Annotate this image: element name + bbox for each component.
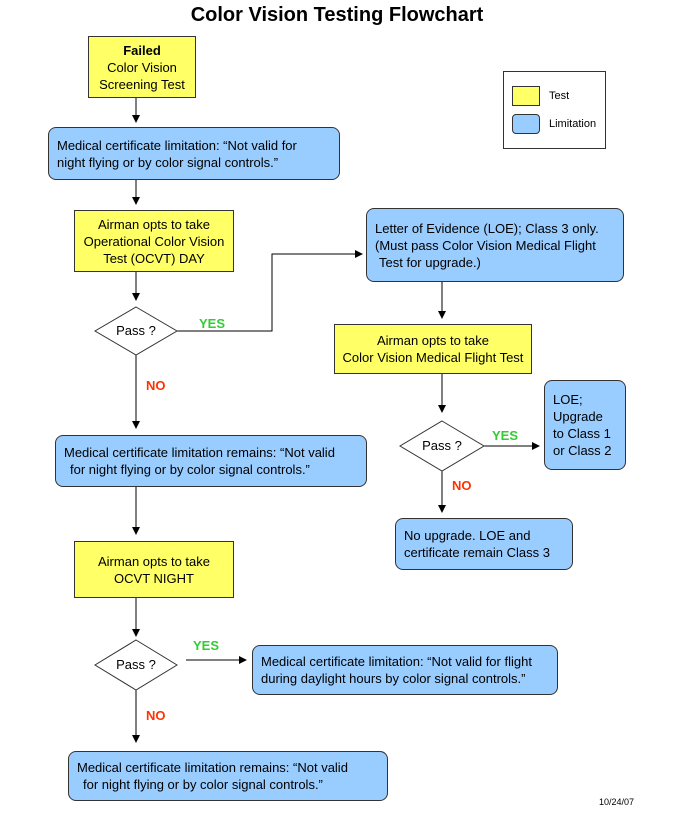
legend: Test Limitation xyxy=(503,71,606,149)
upgrade-line: Upgrade xyxy=(553,409,603,424)
no-upgrade-line: certificate remain Class 3 xyxy=(404,545,550,560)
limitation-remains-box-2: Medical certificate limitation remains: … xyxy=(68,751,388,801)
decision-diamond-1 xyxy=(94,306,178,356)
legend-test-label: Test xyxy=(549,90,570,102)
limitation-remains-line: Medical certificate limitation remains: … xyxy=(77,760,348,775)
ocvt-night-line: Airman opts to take xyxy=(98,553,210,569)
yes-label-1: YES xyxy=(199,316,226,331)
decision-diamond-2 xyxy=(399,420,485,472)
yes-label-3: YES xyxy=(193,638,220,653)
legend-limitation-label: Limitation xyxy=(549,118,597,130)
yes-label-2: YES xyxy=(492,428,519,443)
date-stamp: 10/24/07 xyxy=(598,797,634,807)
upgrade-line: or Class 2 xyxy=(553,443,612,458)
upgrade-line: to Class 1 xyxy=(553,426,611,441)
upgrade-line: LOE; xyxy=(553,392,583,407)
decision-label-1: Pass ? xyxy=(116,323,156,338)
ocvt-day-line: Airman opts to take xyxy=(98,216,210,232)
limitation-remains-line: for night flying or by color signal cont… xyxy=(70,462,310,477)
upgrade-box: LOE; Upgrade to Class 1 or Class 2 xyxy=(544,380,626,470)
limitation-line: Medical certificate limitation: “Not val… xyxy=(57,137,297,153)
limitation-remains-line: Medical certificate limitation remains: … xyxy=(64,445,335,460)
limitation-remains-box-1: Medical certificate limitation remains: … xyxy=(55,435,367,487)
decision-label-2: Pass ? xyxy=(422,438,462,453)
no-upgrade-box: No upgrade. LOE and certificate remain C… xyxy=(395,518,573,570)
failed-label: Failed xyxy=(123,42,161,58)
no-label-3: NO xyxy=(146,708,166,723)
limitation-daylight-box: Medical certificate limitation: “Not val… xyxy=(252,645,558,695)
decision-label-3: Pass ? xyxy=(116,657,156,672)
failed-screening-box: Failed Color Vision Screening Test xyxy=(88,36,196,98)
ocvt-night-line: OCVT NIGHT xyxy=(114,570,194,586)
page-title: Color Vision Testing Flowchart xyxy=(190,4,484,26)
ocvt-night-box: Airman opts to take OCVT NIGHT xyxy=(74,541,234,598)
medical-flight-test-box: Airman opts to take Color Vision Medical… xyxy=(334,324,532,374)
loe-line: Test for upgrade.) xyxy=(379,254,481,270)
failed-line: Color Vision xyxy=(107,59,177,75)
limitation-daylight-line: Medical certificate limitation: “Not val… xyxy=(261,654,532,669)
loe-line: (Must pass Color Vision Medical Flight xyxy=(375,237,596,253)
failed-line: Screening Test xyxy=(99,76,185,92)
loe-line: Letter of Evidence (LOE); Class 3 only. xyxy=(375,220,599,236)
no-label-2: NO xyxy=(452,478,472,493)
ocvt-day-line: Test (OCVT) DAY xyxy=(103,250,205,266)
decision-diamond-3 xyxy=(94,639,178,691)
no-label-1: NO xyxy=(146,378,166,393)
limitation-daylight-line: during daylight hours by color signal co… xyxy=(261,671,526,686)
medflight-line: Airman opts to take xyxy=(377,333,489,348)
ocvt-day-box: Airman opts to take Operational Color Vi… xyxy=(74,210,234,272)
no-upgrade-line: No upgrade. LOE and xyxy=(404,528,531,543)
medflight-line: Color Vision Medical Flight Test xyxy=(342,350,524,365)
loe-box: Letter of Evidence (LOE); Class 3 only. … xyxy=(366,208,624,282)
legend-test-swatch xyxy=(512,86,540,106)
ocvt-day-line: Operational Color Vision xyxy=(83,233,225,249)
limitation-line: night flying or by color signal controls… xyxy=(57,154,279,170)
limitation-remains-line: for night flying or by color signal cont… xyxy=(83,777,323,792)
arrow-pass1-loe xyxy=(177,250,363,332)
limitation-night-box: Medical certificate limitation: “Not val… xyxy=(48,127,340,180)
legend-limitation-swatch xyxy=(512,114,540,134)
